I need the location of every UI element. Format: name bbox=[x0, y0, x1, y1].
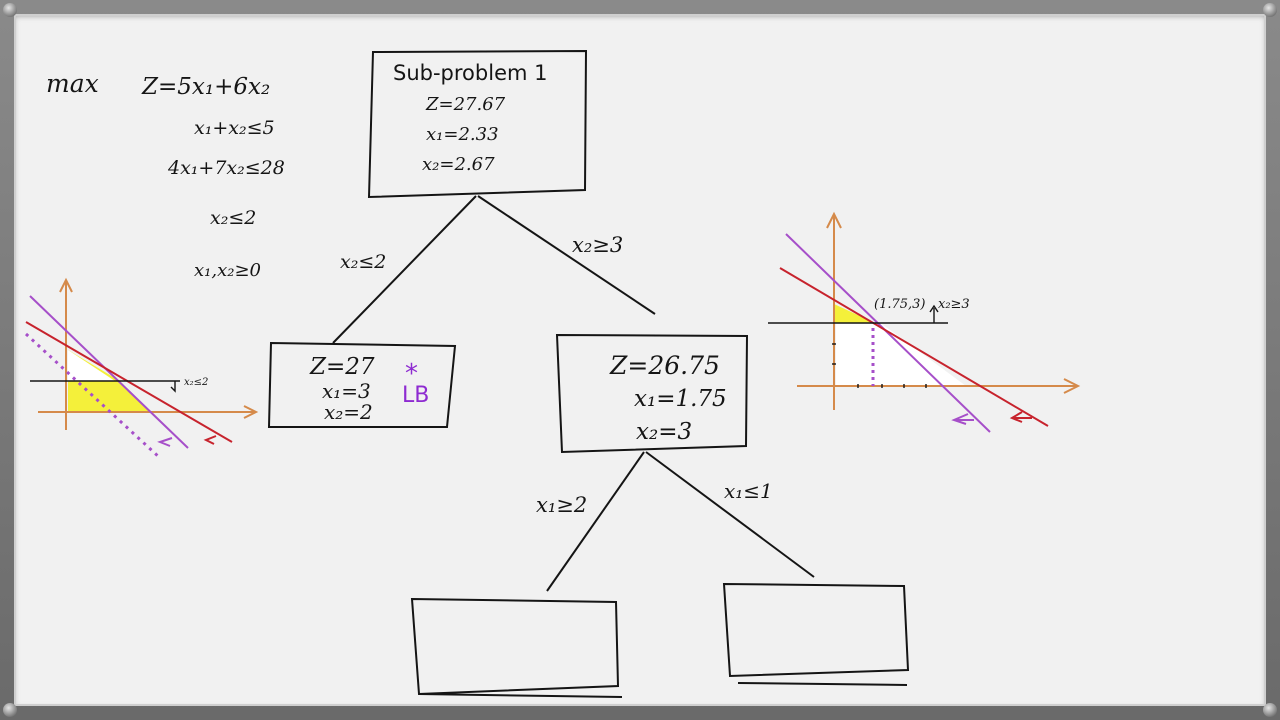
cut-direction-arrow-icon bbox=[170, 381, 176, 393]
node-title: Sub-problem 1 bbox=[393, 61, 547, 85]
node-z-value: Z=27 bbox=[309, 354, 375, 380]
optimal-point-label: (1.75,3) bbox=[874, 297, 926, 312]
node-empty-left-underline bbox=[418, 693, 623, 698]
constraint-line-purple bbox=[785, 233, 991, 433]
constraint-line-purple bbox=[29, 295, 189, 449]
node-x2-value: x₂=2.67 bbox=[422, 154, 495, 175]
x-axis-arrow-icon bbox=[243, 405, 259, 419]
incumbent-star: * bbox=[405, 359, 418, 389]
node-empty-left bbox=[410, 597, 620, 696]
objective-max-label: max bbox=[46, 69, 99, 98]
cut-label: x₂≥3 bbox=[938, 297, 970, 312]
left-feasible-region-graph: x₂≤2 bbox=[24, 277, 259, 460]
node-z-value: Z=26.75 bbox=[609, 351, 720, 380]
cut-off-region bbox=[836, 324, 966, 386]
whiteboard bbox=[14, 14, 1266, 706]
objective-function: Z=5x₁+6x₂ bbox=[141, 74, 270, 100]
edge-bottom-left bbox=[546, 451, 645, 592]
branch-label-bottom-right: x₁≤1 bbox=[724, 479, 773, 503]
objective-line-dotted bbox=[24, 332, 162, 460]
node-box bbox=[555, 333, 749, 454]
branch-label-bottom-left: x₁≥2 bbox=[536, 493, 587, 517]
axis-ticks bbox=[832, 343, 927, 388]
corner-bolt-icon bbox=[3, 703, 17, 717]
node-left-child: Z=27 * x₁=3 LB x₂=2 bbox=[267, 341, 457, 428]
node-x1-value: x₁=3 bbox=[322, 379, 371, 403]
node-empty-right-underline bbox=[737, 682, 908, 686]
constraint-line-red bbox=[25, 321, 233, 443]
y-axis-arrow-icon bbox=[826, 211, 842, 229]
constraint-2: 4x₁+7x₂≤28 bbox=[167, 157, 285, 179]
x-axis-arrow-icon bbox=[1063, 378, 1081, 394]
cut-direction-arrow-icon bbox=[929, 304, 939, 313]
constraint-line-red bbox=[779, 267, 1049, 427]
corner-bolt-icon bbox=[3, 3, 17, 17]
edge-bottom-right bbox=[645, 451, 815, 578]
red-arrow-icon bbox=[203, 435, 217, 445]
edge-right bbox=[477, 195, 656, 315]
node-x2-value: x₂=3 bbox=[636, 419, 692, 445]
right-feasible-region-graph: (1.75,3) x₂≥3 bbox=[768, 211, 1081, 433]
node-z-value: Z=27.67 bbox=[425, 94, 506, 115]
branch-label-right: x₂≥3 bbox=[572, 233, 623, 257]
corner-bolt-icon bbox=[1263, 3, 1277, 17]
node-x1-value: x₁=2.33 bbox=[426, 124, 499, 145]
node-box bbox=[367, 49, 588, 199]
problem-statement: max Z=5x₁+6x₂ x₁+x₂≤5 4x₁+7x₂≤28 x₂≤2 x₁… bbox=[46, 69, 285, 281]
y-axis-arrow-icon bbox=[59, 277, 73, 293]
lower-bound-label: LB bbox=[402, 383, 429, 408]
constraint-3: x₂≤2 bbox=[210, 207, 256, 229]
cut-label: x₂≤2 bbox=[184, 377, 208, 388]
node-box bbox=[267, 341, 457, 428]
node-x2-value: x₂=2 bbox=[324, 400, 373, 424]
node-subproblem-1: Sub-problem 1 Z=27.67 x₁=2.33 x₂=2.67 bbox=[367, 49, 588, 199]
edge-left bbox=[332, 195, 477, 344]
purple-arrow-icon bbox=[157, 437, 173, 447]
branch-label-left: x₂≤2 bbox=[340, 251, 386, 273]
node-right-child: Z=26.75 x₁=1.75 x₂=3 bbox=[555, 333, 749, 454]
corner-bolt-icon bbox=[1263, 703, 1277, 717]
node-empty-right bbox=[722, 582, 910, 678]
cut-off-region bbox=[68, 350, 115, 381]
nonnegativity-constraint: x₁,x₂≥0 bbox=[194, 260, 261, 281]
constraint-1: x₁+x₂≤5 bbox=[194, 117, 275, 139]
node-x1-value: x₁=1.75 bbox=[634, 386, 727, 412]
